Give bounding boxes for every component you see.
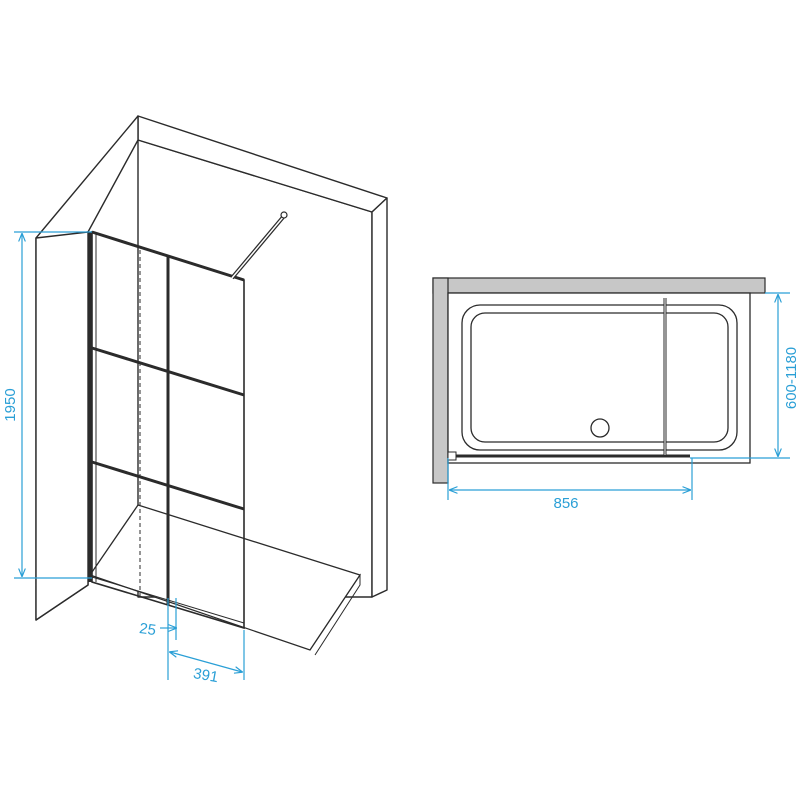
- plan-side-wall: [432, 277, 449, 484]
- back-wall-edge: [371, 197, 388, 598]
- plan-view: 856 600-1180: [432, 277, 800, 512]
- panel-top-rail: [91, 230, 245, 282]
- height-dimension: 1950: [2, 231, 92, 579]
- height-label: 1950: [2, 388, 19, 421]
- perspective-view: 1950 25 391: [2, 115, 388, 686]
- plan-width-label: 856: [553, 495, 578, 512]
- plan-width-dimension: 856: [447, 458, 693, 512]
- panel-width-label: 391: [192, 665, 220, 686]
- panel-bar-2: [91, 460, 245, 511]
- glass-panel: [88, 230, 245, 630]
- plan-back-wall: [432, 277, 766, 294]
- offset-label: 25: [138, 620, 157, 639]
- panel-width-dimension: 391: [170, 630, 245, 686]
- tray-edge: [309, 573, 361, 656]
- offset-dimension: 25: [138, 598, 176, 680]
- plan-depth-label: 600-1180: [783, 347, 800, 409]
- panel-bar-1: [91, 346, 245, 397]
- plan-depth-dimension: 600-1180: [690, 292, 800, 459]
- drain-icon: [590, 418, 610, 438]
- side-wall-front: [35, 231, 89, 621]
